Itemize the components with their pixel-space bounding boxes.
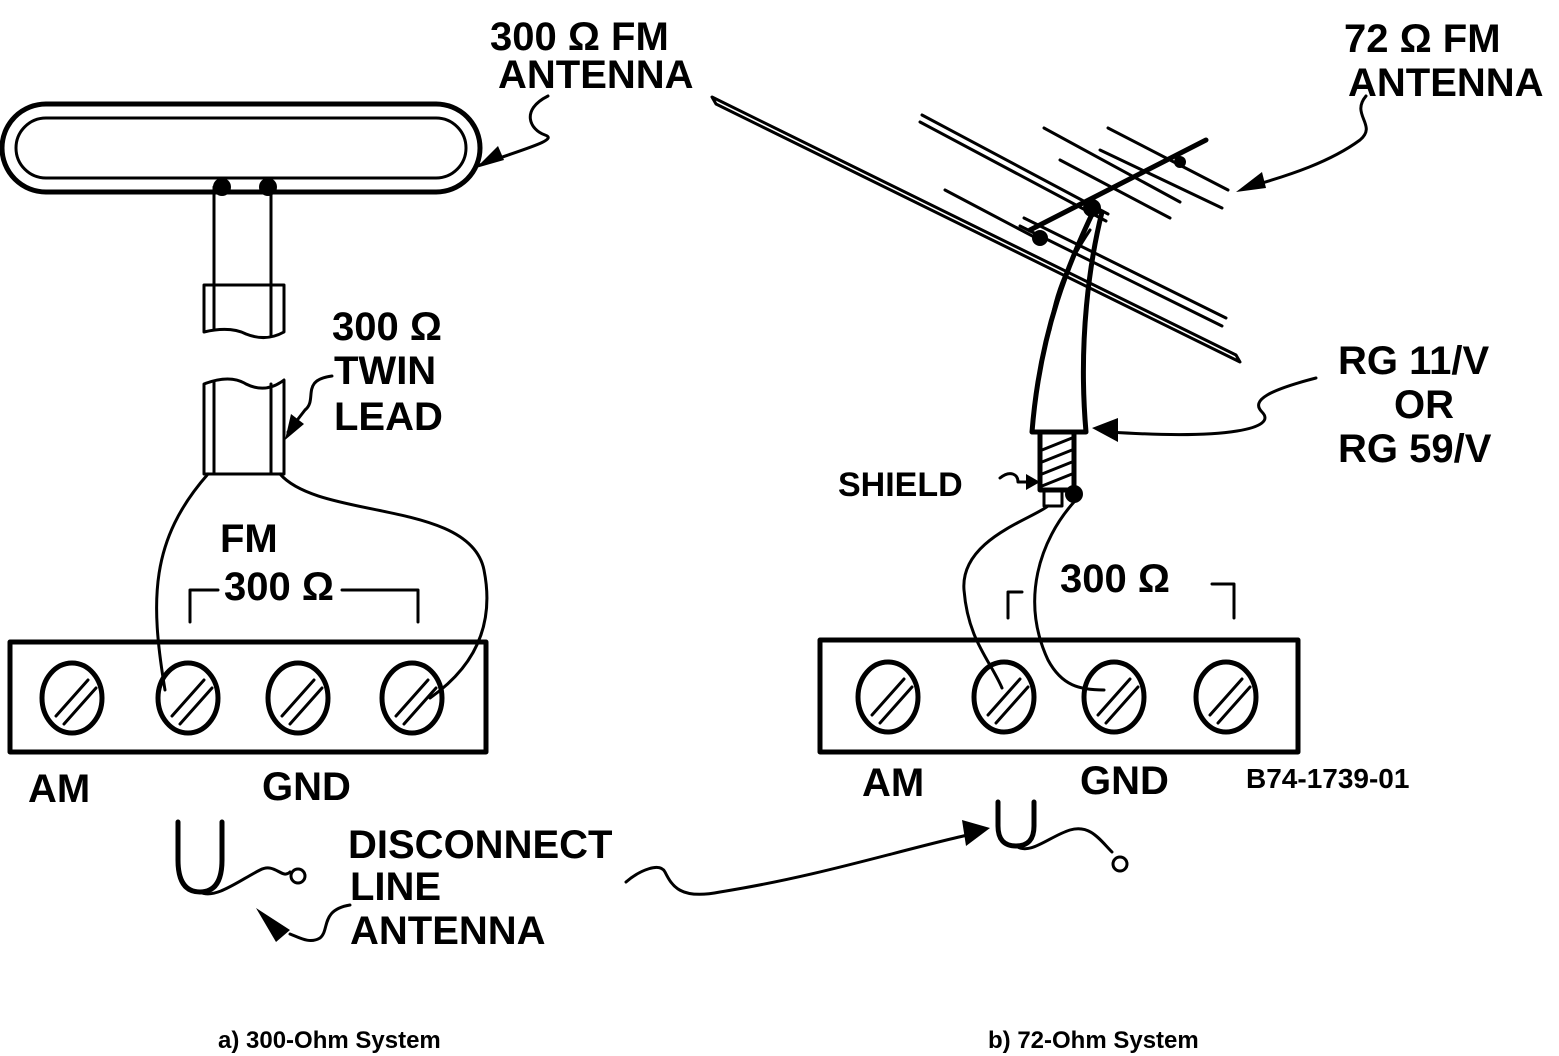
left-antenna-label-line1: 300 Ω FM [490,15,669,59]
left-antenna-pointer [478,94,550,167]
left-fm-wire-2 [278,472,489,700]
right-impedance-label: 300 Ω [1060,557,1170,601]
left-disconnect-arrowhead [256,908,290,942]
right-caption: b) 72-Ohm System [988,1027,1199,1054]
disconnect-label-line2: LINE [350,865,441,909]
twin-lead-pointer [286,374,334,434]
yagi-antenna [710,95,1242,364]
left-fm-bracket [188,588,220,624]
twin-lead-cable [202,185,286,476]
cross-reference-arrow [624,832,974,896]
left-terminal-am-label: AM [28,767,90,811]
cross-reference-arrowhead [962,820,990,846]
disconnect-label-line1: DISCONNECT [348,823,612,867]
left-terminal-strip [7,639,489,755]
right-antenna-label-line1: 72 Ω FM [1344,17,1501,61]
figure-code: B74-1739-01 [1246,763,1409,794]
right-terminal-gnd-label: GND [1080,759,1169,803]
left-terminal-screws [39,660,445,736]
shield-arrowhead [1026,474,1040,490]
twin-lead-label-line2: TWIN [334,349,436,393]
left-antenna-arrowhead [476,146,504,168]
left-fm-wire-1 [155,472,210,692]
disconnect-label-line3: ANTENNA [350,909,546,953]
right-antenna-pointer [1250,94,1368,188]
shield-label: SHIELD [838,466,963,504]
cable-label-line1: RG 11/V [1338,339,1490,383]
twin-lead-arrowhead [285,414,304,440]
coax-cable [1029,207,1105,508]
right-terminal-strip [817,637,1301,755]
twin-lead-label-line1: 300 Ω [332,305,442,349]
right-antenna-arrowhead [1236,172,1266,192]
left-antenna-label-line2: ANTENNA [498,53,694,97]
right-terminal-am-label: AM [862,761,924,805]
right-disconnected-lead [995,799,1129,873]
left-fm-impedance: 300 Ω [224,565,334,609]
twin-lead-label-line3: LEAD [334,395,443,439]
left-caption: a) 300-Ohm System [218,1027,441,1054]
coax-arrowhead [1092,418,1118,442]
right-antenna-label-line2: ANTENNA [1348,61,1544,105]
left-terminal-gnd-label: GND [262,765,351,809]
right-terminal-screws [855,659,1259,735]
left-disconnect-pointer [288,903,352,942]
cable-label-line3: RG 59/V [1338,427,1492,471]
left-disconnected-lead [175,819,307,896]
cable-label-line2: OR [1394,383,1454,427]
shield-pointer [998,472,1036,484]
left-fm-label: FM [220,517,278,561]
right-impedance-bracket [1006,590,1024,620]
coax-pointer [1108,376,1318,437]
folded-dipole-antenna [0,101,483,196]
right-wire-1 [962,504,1050,690]
